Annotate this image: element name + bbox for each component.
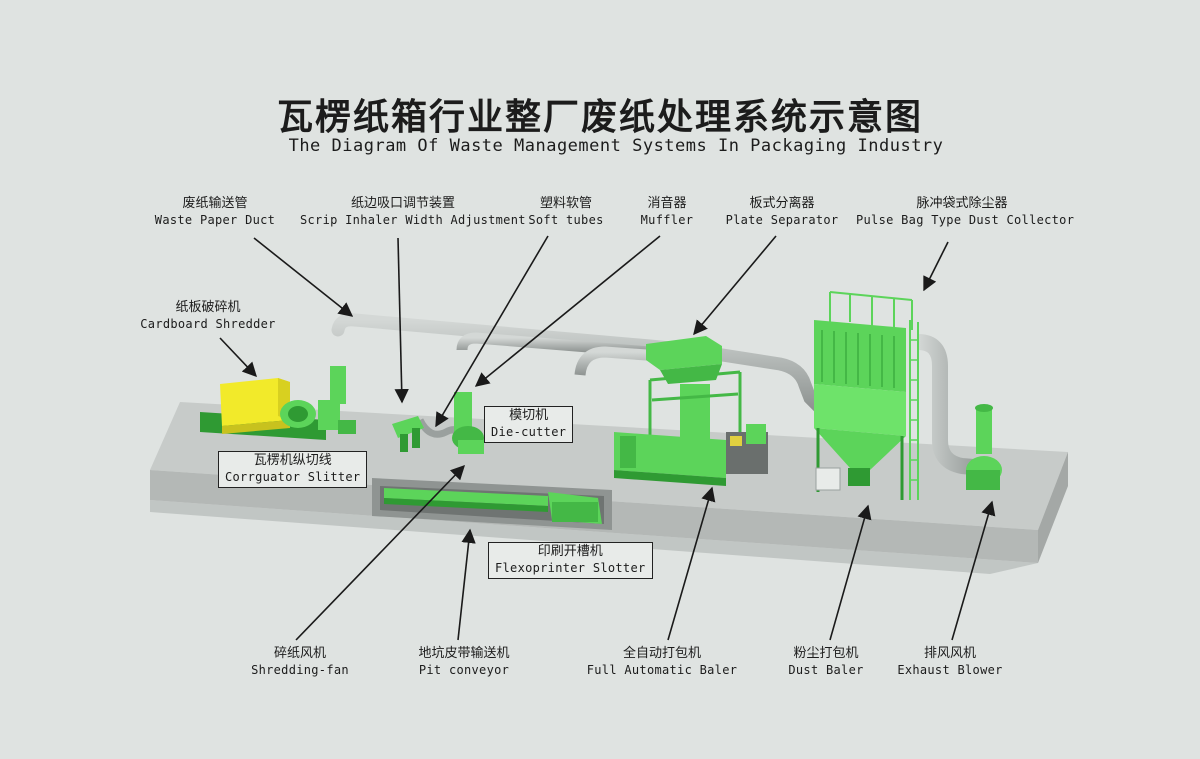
arrow-scrip-inhaler (394, 237, 409, 404)
full-automatic-baler-machine (614, 424, 768, 486)
label-plate-separator: 板式分离器 Plate Separator (724, 196, 840, 228)
label-cn: 全自动打包机 (622, 646, 701, 661)
label-cn: 印刷开槽机 (537, 544, 603, 559)
label-en: Dust Baler (788, 663, 864, 677)
plate-separator-machine (646, 336, 742, 470)
label-flexoprinter-slotter: 印刷开槽机 Flexoprinter Slotter (488, 542, 653, 579)
label-en: Die-cutter (491, 425, 567, 439)
label-cn: 废纸输送管 (182, 196, 248, 211)
label-muffler: 消音器 Muffler (632, 196, 702, 228)
label-cn: 纸边吸口调节装置 (350, 196, 455, 211)
label-cn: 塑料软管 (539, 196, 592, 211)
arrow-pit-conveyor (457, 528, 476, 641)
arrow-full-auto-baler (667, 486, 716, 641)
label-cn: 粉尘打包机 (793, 646, 859, 661)
diagram-title-cn: 瓦楞纸箱行业整厂废纸处理系统示意图 (276, 97, 923, 138)
exhaust-blower-machine (966, 404, 1002, 490)
arrow-soft-tubes (435, 235, 549, 428)
label-dust-baler: 粉尘打包机 Dust Baler (776, 646, 876, 678)
diagram-title-en: The Diagram Of Waste Management Systems … (288, 136, 944, 156)
arrow-exhaust-blower (951, 500, 996, 641)
label-cn: 消音器 (647, 196, 687, 211)
label-en: Waste Paper Duct (154, 213, 276, 227)
label-en: Pit conveyor (418, 663, 510, 677)
label-exhaust-blower: 排风风机 Exhaust Blower (894, 646, 1006, 678)
label-en: Plate Separator (725, 213, 839, 227)
pit-conveyor-machine (384, 488, 602, 524)
label-waste-paper-duct: 废纸输送管 Waste Paper Duct (140, 196, 290, 228)
label-cn: 模切机 (509, 408, 549, 423)
arrow-cardboard-shredder (219, 337, 257, 378)
label-en: Full Automatic Baler (586, 663, 738, 677)
arrow-shredding-fan (295, 464, 466, 641)
label-en: Corrguator Slitter (225, 470, 361, 484)
leader-arrows (219, 235, 996, 641)
arrow-waste-paper-duct (253, 237, 354, 317)
label-die-cutter: 模切机 Die-cutter (484, 406, 574, 443)
label-cn: 脉冲袋式除尘器 (916, 196, 1008, 211)
label-soft-tubes: 塑料软管 Soft tubes (524, 196, 608, 228)
label-en: Flexoprinter Slotter (495, 561, 646, 575)
label-pit-conveyor: 地坑皮带输送机 Pit conveyor (404, 646, 524, 678)
label-en: Soft tubes (528, 213, 604, 227)
arrow-dust-baler (829, 504, 872, 641)
label-cn: 碎纸风机 (273, 646, 326, 661)
cardboard-shredder-machine (200, 366, 356, 440)
label-en: Pulse Bag Type Dust Collector (856, 213, 1075, 227)
arrow-muffler (474, 235, 661, 387)
label-cn: 瓦楞机纵切线 (253, 453, 332, 468)
label-cn: 纸板破碎机 (175, 300, 241, 315)
label-scrip-inhaler: 纸边吸口调节装置 Scrip Inhaler Width Adjustment (300, 196, 526, 228)
shredding-fan-machine (452, 392, 484, 454)
arrow-pulse-bag (923, 241, 949, 292)
label-pulse-bag: 脉冲袋式除尘器 Pulse Bag Type Dust Collector (856, 196, 1075, 228)
label-corrugator-slitter: 瓦楞机纵切线 Corrguator Slitter (218, 451, 368, 488)
label-cn: 地坑皮带输送机 (418, 646, 510, 661)
label-full-auto-baler: 全自动打包机 Full Automatic Baler (582, 646, 742, 678)
label-en: Scrip Inhaler Width Adjustment (300, 213, 526, 227)
arrow-plate-separator (693, 235, 777, 336)
label-shredding-fan: 碎纸风机 Shredding-fan (238, 646, 362, 678)
pulse-bag-dust-collector-machine (814, 291, 919, 500)
label-en: Cardboard Shredder (140, 317, 276, 331)
label-en: Muffler (640, 213, 694, 227)
label-en: Exhaust Blower (897, 663, 1003, 677)
label-cn: 排风风机 (923, 646, 976, 661)
scrip-inhaler-device (392, 416, 424, 452)
label-cardboard-shredder: 纸板破碎机 Cardboard Shredder (138, 300, 278, 332)
label-en: Shredding-fan (251, 663, 349, 677)
label-cn: 板式分离器 (749, 196, 815, 211)
